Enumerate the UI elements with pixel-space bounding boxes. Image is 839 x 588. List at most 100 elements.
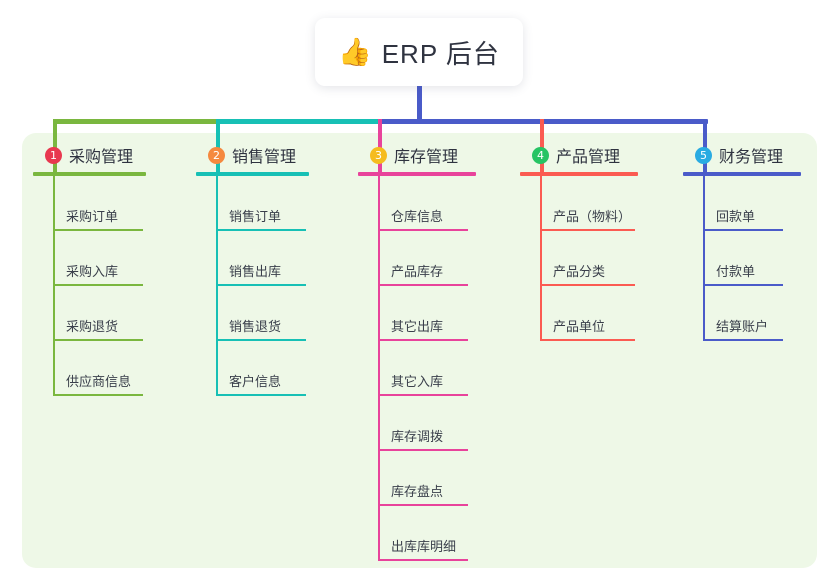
branch-header-underline (683, 172, 801, 176)
branch-item[interactable]: 产品分类 (520, 231, 638, 286)
branch-item[interactable]: 回款单 (683, 176, 801, 231)
branch-item[interactable]: 采购订单 (33, 176, 146, 231)
branch-item[interactable]: 结算账户 (683, 286, 801, 341)
branch-item-underline (703, 284, 783, 286)
branch-item-underline (53, 284, 143, 286)
branch-item-label: 结算账户 (716, 319, 769, 334)
branch-header-5[interactable]: 5 财务管理 (683, 142, 801, 168)
connector-drop-4 (540, 119, 544, 172)
connector-bar-segment-2 (216, 119, 383, 124)
branch-item[interactable]: 产品单位 (520, 286, 638, 341)
branch-number-badge: 4 (532, 146, 549, 164)
branch-item[interactable]: 其它入库 (358, 341, 476, 396)
branch-item[interactable]: 客户信息 (196, 341, 309, 396)
thumbs-up-icon: 👍 (338, 36, 372, 67)
branch-header-1[interactable]: 1 采购管理 (33, 142, 146, 168)
branch-item-label: 出库库明细 (391, 539, 457, 554)
branch-item[interactable]: 产品库存 (358, 231, 476, 286)
branch-item-underline (216, 394, 306, 396)
branch-item-underline (378, 339, 468, 341)
branch-item-label: 其它入库 (391, 374, 444, 389)
branch-item-list: 回款单付款单结算账户 (683, 176, 801, 341)
branch-item-underline (703, 339, 783, 341)
branch-item-label: 付款单 (716, 264, 756, 279)
branch-item-underline (540, 229, 635, 231)
connector-drop-1 (53, 119, 57, 172)
branch-number-badge: 3 (370, 146, 387, 164)
branch-item-label: 仓库信息 (391, 209, 444, 224)
branch-column-1: 1 采购管理采购订单采购入库采购退货供应商信息 (33, 142, 146, 396)
branch-item-list: 产品（物料） 产品分类产品单位 (520, 176, 638, 341)
branch-item-label: 库存调拨 (391, 429, 444, 444)
branch-header-underline (196, 172, 309, 176)
branch-spine (540, 176, 542, 341)
branch-number-badge: 1 (45, 146, 62, 164)
branch-item[interactable]: 产品（物料） (520, 176, 638, 231)
branch-item-label: 采购订单 (66, 209, 119, 224)
branch-item[interactable]: 出库库明细 (358, 506, 476, 561)
connector-drop-5 (703, 119, 707, 172)
branch-item-label: 产品库存 (391, 264, 444, 279)
branch-item-underline (53, 229, 143, 231)
branch-title: 库存管理 (394, 149, 459, 166)
branch-item[interactable]: 销售退货 (196, 286, 309, 341)
branch-item-label: 库存盘点 (391, 484, 444, 499)
branch-item-label: 客户信息 (229, 374, 282, 389)
branch-item[interactable]: 供应商信息 (33, 341, 146, 396)
branch-item-list: 销售订单销售出库销售退货客户信息 (196, 176, 309, 396)
branch-item-label: 销售出库 (229, 264, 282, 279)
root-node-erp-backend[interactable]: 👍 ERP 后台 (315, 18, 523, 86)
connector-drop-2 (216, 119, 220, 172)
branch-item[interactable]: 销售订单 (196, 176, 309, 231)
branch-item-underline (378, 284, 468, 286)
branch-item[interactable]: 销售出库 (196, 231, 309, 286)
branch-item-underline (216, 229, 306, 231)
branch-item-label: 产品单位 (553, 319, 606, 334)
branch-header-underline (520, 172, 638, 176)
branch-item-list: 采购订单采购入库采购退货供应商信息 (33, 176, 146, 396)
branch-spine (703, 176, 705, 341)
branch-item[interactable]: 采购入库 (33, 231, 146, 286)
branch-item[interactable]: 其它出库 (358, 286, 476, 341)
branch-column-3: 3 库存管理仓库信息产品库存其它出库其它入库库存调拨库存盘点出库库明细 (358, 142, 476, 561)
root-trunk-line (417, 86, 422, 124)
branch-title: 采购管理 (69, 149, 134, 166)
branch-spine (216, 176, 218, 396)
branch-item-label: 回款单 (716, 209, 756, 224)
root-node-title: ERP 后台 (381, 38, 500, 69)
diagram-background-panel (22, 133, 817, 568)
branch-item-underline (540, 339, 635, 341)
branch-item[interactable]: 采购退货 (33, 286, 146, 341)
branch-header-underline (33, 172, 146, 176)
branch-spine (378, 176, 380, 561)
branch-title: 财务管理 (719, 149, 784, 166)
connector-bar-segment-1 (53, 119, 221, 124)
branch-item-underline (216, 339, 306, 341)
branch-item-label: 产品（物料） (553, 209, 632, 224)
branch-item-underline (378, 394, 468, 396)
branch-item-underline (216, 284, 306, 286)
branch-item-list: 仓库信息产品库存其它出库其它入库库存调拨库存盘点出库库明细 (358, 176, 476, 561)
branch-item-label: 采购退货 (66, 319, 119, 334)
branch-header-3[interactable]: 3 库存管理 (358, 142, 476, 168)
branch-item-underline (53, 339, 143, 341)
branch-item[interactable]: 付款单 (683, 231, 801, 286)
branch-item[interactable]: 仓库信息 (358, 176, 476, 231)
branch-item-label: 销售订单 (229, 209, 282, 224)
branch-spine (53, 176, 55, 396)
branch-item[interactable]: 库存盘点 (358, 451, 476, 506)
branch-title: 销售管理 (232, 149, 297, 166)
branch-item-label: 其它出库 (391, 319, 444, 334)
branch-item[interactable]: 库存调拨 (358, 396, 476, 451)
branch-item-underline (53, 394, 143, 396)
branch-item-underline (703, 229, 783, 231)
branch-number-badge: 5 (695, 146, 712, 164)
branch-item-underline (378, 504, 468, 506)
branch-item-label: 供应商信息 (66, 374, 132, 389)
branch-item-label: 产品分类 (553, 264, 606, 279)
